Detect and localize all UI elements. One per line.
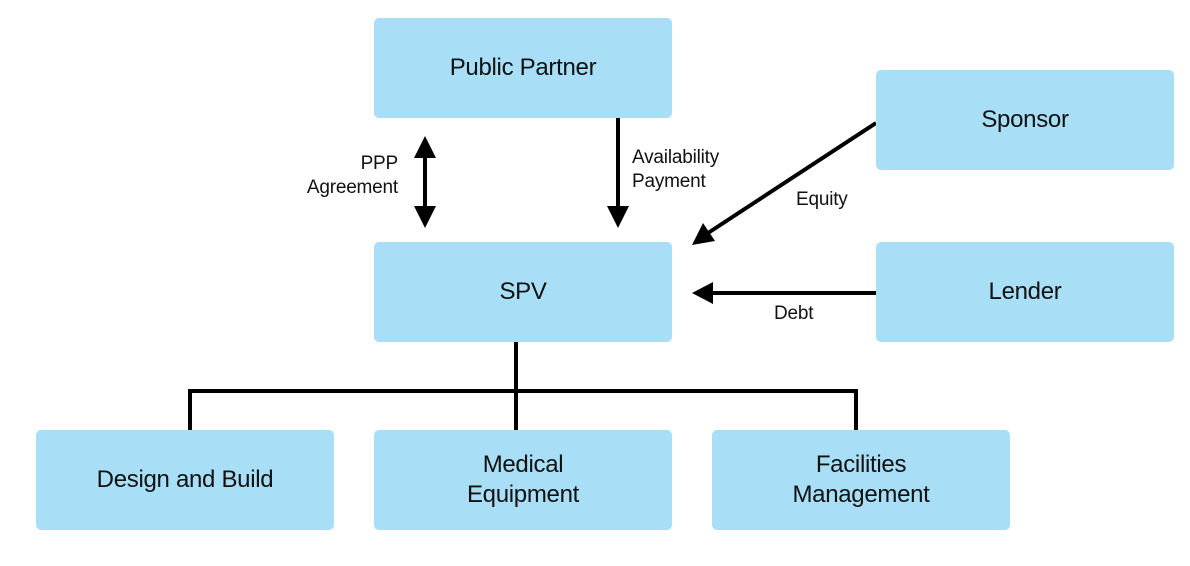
node-label: SPV: [499, 278, 547, 305]
edge-label-availability-payment: Availability Payment: [632, 147, 720, 192]
node-label: Lender: [988, 278, 1062, 305]
node-label: Public Partner: [449, 54, 597, 81]
node-lender: Lender: [876, 242, 1174, 342]
edge-debt: [692, 282, 876, 304]
edge-ppp-agreement: [414, 136, 436, 228]
node-medical-equipment: Medical Equipment: [374, 430, 672, 530]
node-public-partner: Public Partner: [374, 18, 672, 118]
edge-label-debt: Debt: [774, 303, 814, 324]
edge-label-equity: Equity: [796, 189, 848, 210]
node-label: Sponsor: [981, 106, 1069, 133]
edge-label-ppp-agreement: PPP Agreement: [306, 153, 398, 198]
node-sponsor: Sponsor: [876, 70, 1174, 170]
node-design-and-build: Design and Build: [36, 430, 334, 530]
node-facilities-management: Facilities Management: [712, 430, 1010, 530]
node-label: Design and Build: [96, 466, 274, 493]
node-spv: SPV: [374, 242, 672, 342]
edge-equity: [692, 121, 878, 245]
node-label: Medical Equipment: [466, 451, 580, 508]
node-label: Facilities Management: [792, 451, 930, 508]
edge-spv-children: [188, 341, 858, 433]
edge-availability-payment: [607, 118, 629, 228]
